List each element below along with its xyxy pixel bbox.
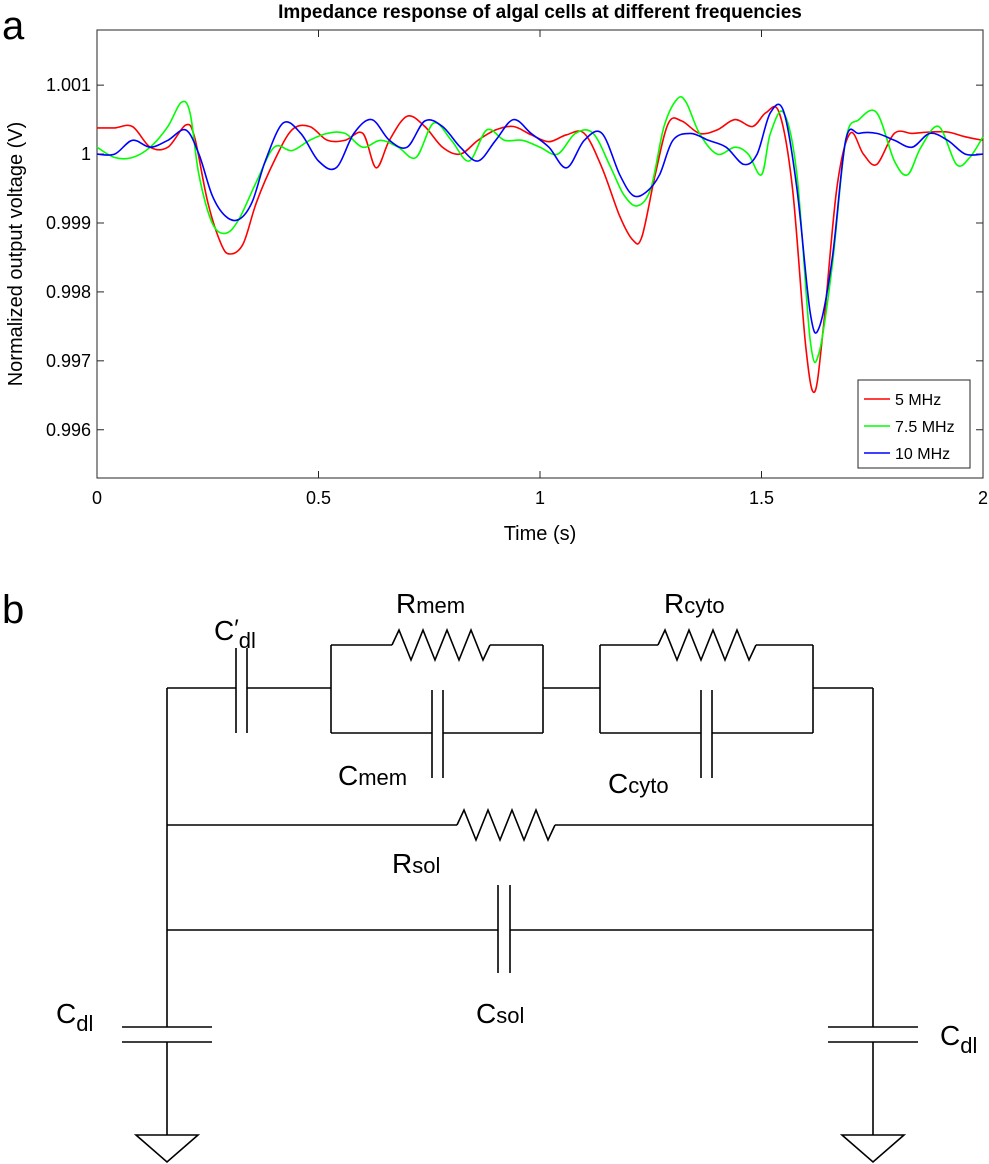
x-tick-label: 0.5 <box>306 488 331 508</box>
cdl-left-label: Cdl <box>56 998 93 1036</box>
series-line-1 <box>96 95 984 364</box>
x-tick-label: 2 <box>978 488 988 508</box>
series-line-0 <box>96 105 984 394</box>
cdl-prime-label: C′dl <box>214 615 256 653</box>
rsol-label: Rsol <box>392 848 440 879</box>
impedance-line-chart: Impedance response of algal cells at dif… <box>5 2 988 545</box>
y-tick-label: 0.997 <box>46 351 91 371</box>
rcyto-resistor <box>657 627 757 663</box>
legend-label: 10 MHz <box>895 446 950 463</box>
panel-a-label: a <box>2 4 25 48</box>
y-tick-label: 0.999 <box>46 213 91 233</box>
x-tick-label: 0 <box>92 488 102 508</box>
x-tick-label: 1.5 <box>749 488 774 508</box>
x-axis-ticks: 0 0.5 1 1.5 2 <box>92 30 988 508</box>
chart-legend: 5 MHz 7.5 MHz 10 MHz <box>857 379 971 469</box>
left-ground-symbol <box>133 1134 201 1164</box>
y-tick-label: 1 <box>81 144 91 164</box>
legend-label: 7.5 MHz <box>895 419 955 436</box>
cdl-right-label: Cdl <box>940 1020 977 1058</box>
x-tick-label: 1 <box>535 488 545 508</box>
right-ground-symbol <box>839 1134 907 1164</box>
equivalent-circuit-diagram: C′dl Rmem Cmem Rcyto Ccyto Rsol Csol Cdl… <box>56 588 977 1164</box>
rsol-resistor <box>456 807 556 843</box>
y-axis-ticks: 0.996 0.997 0.998 0.999 1 1.001 <box>46 75 983 440</box>
y-tick-label: 0.998 <box>46 282 91 302</box>
series-lines <box>96 95 984 394</box>
rmem-resistor <box>391 627 491 663</box>
rmem-label: Rmem <box>396 588 465 619</box>
series-line-2 <box>96 103 984 334</box>
chart-title: Impedance response of algal cells at dif… <box>278 2 802 23</box>
y-axis-label: Normalized output voltage (V) <box>5 122 27 387</box>
csol-label: Csol <box>476 998 524 1029</box>
x-axis-label: Time (s) <box>504 523 577 545</box>
ccyto-label: Ccyto <box>608 768 669 799</box>
rcyto-label: Rcyto <box>664 588 725 619</box>
y-tick-label: 1.001 <box>46 75 91 95</box>
y-tick-label: 0.996 <box>46 420 91 440</box>
legend-label: 5 MHz <box>895 392 941 409</box>
panel-b-label: b <box>2 588 25 632</box>
cmem-label: Cmem <box>338 760 407 791</box>
